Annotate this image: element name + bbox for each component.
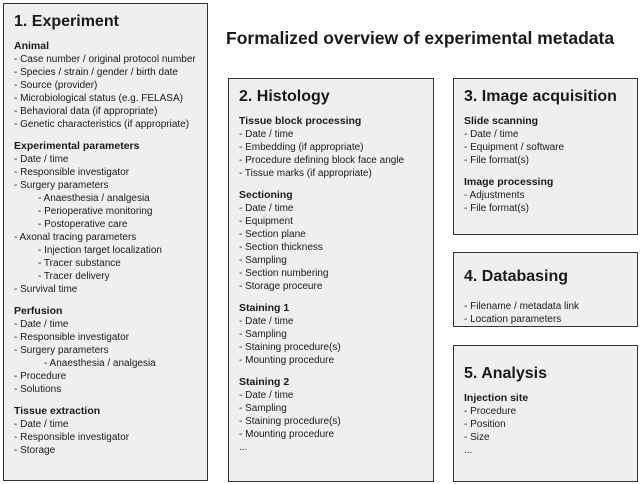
list-item: - Anaesthesia / analgesia <box>44 358 156 369</box>
list-item: - Solutions <box>14 384 62 395</box>
section-staining-2: Staining 2 - Date / time - Sampling - Stain… <box>239 376 423 454</box>
list-item: - Date / time <box>239 316 294 327</box>
list-item: - Sampling <box>239 403 287 414</box>
section-title: Sectioning <box>239 189 293 201</box>
section-title: Staining 1 <box>239 302 290 314</box>
list-item: - Location parameters <box>464 314 562 325</box>
list-item: - Size <box>464 432 490 443</box>
section-items-0: - Filename / metadata link - Location par… <box>464 300 627 326</box>
list-item: - Adjustments <box>464 190 525 201</box>
section-tissue-block-processing: Tissue block processing - Date / time - Em… <box>239 115 423 180</box>
list-item: - Tracer delivery <box>38 271 110 282</box>
list-item: - Genetic characteristics (if appropriat… <box>14 119 190 130</box>
list-item: ... <box>464 445 473 456</box>
list-item: - File format(s) <box>464 155 529 166</box>
list-item: - Procedure defining block face angle <box>239 155 405 166</box>
box-title-5-analysis: 5. Analysis <box>464 365 548 382</box>
list-item: - Axonal tracing parameters <box>14 232 137 243</box>
list-item: - Survival time <box>14 284 78 295</box>
list-item: - Sampling <box>239 255 287 266</box>
section-title: Staining 2 <box>239 376 290 388</box>
list-item: - Species / strain / gender / birth date <box>14 67 178 78</box>
list-item: - Microbiological status (e.g. FELASA) <box>14 93 183 104</box>
list-item: - Surgery parameters <box>14 345 109 356</box>
list-item: - Date / time <box>239 390 294 401</box>
list-item: - Storage proceure <box>239 281 323 292</box>
list-item: - Procedure <box>464 406 517 417</box>
list-item: - Surgery parameters <box>14 180 109 191</box>
section-title: Perfusion <box>14 305 63 317</box>
list-item: - File format(s) <box>464 203 529 214</box>
list-item: - Staining procedure(s) <box>239 416 341 427</box>
list-item: - Section thickness <box>239 242 323 253</box>
box-title-1-experiment: 1. Experiment <box>14 13 119 30</box>
section-experimental-parameters: Experimental parameters - Date / time - Re… <box>14 140 197 296</box>
list-item: - Case number / original protocol number <box>14 54 196 65</box>
section-title: Tissue block processing <box>239 115 362 127</box>
list-item: - Injection target localization <box>38 245 162 256</box>
box-title-4-databasing: 4. Databasing <box>464 268 569 285</box>
list-item: - Section numbering <box>239 268 329 279</box>
list-item: - Section plane <box>239 229 306 240</box>
list-item: - Date / time <box>14 154 69 165</box>
section-sectioning: Sectioning - Date / time - Equipment - Sect… <box>239 189 423 293</box>
section-title: Tissue extraction <box>14 405 101 417</box>
list-item: - Date / time <box>464 129 519 140</box>
list-item: - Responsible investigator <box>14 332 130 343</box>
list-item: - Procedure <box>14 371 67 382</box>
list-item: - Anaesthesia / analgesia <box>38 193 150 204</box>
section-injection-site: Injection site - Procedure - Position - Siz… <box>464 392 627 457</box>
section-title: Experimental parameters <box>14 140 140 152</box>
list-item: - Responsible investigator <box>14 167 130 178</box>
list-item: - Position <box>464 419 506 430</box>
section-image-processing: Image processing - Adjustments - File form… <box>464 176 627 215</box>
list-item: - Tracer substance <box>38 258 121 269</box>
list-item: - Storage <box>14 445 56 456</box>
list-item: - Date / time <box>14 319 69 330</box>
list-item: - Equipment <box>239 216 293 227</box>
list-item: - Responsible investigator <box>14 432 130 443</box>
list-item: - Date / time <box>239 129 294 140</box>
section-animal: Animal - Case number / original protocol … <box>14 40 197 131</box>
box-title-2-histology: 2. Histology <box>239 88 330 105</box>
list-item: - Filename / metadata link <box>464 301 580 312</box>
list-item: - Mounting procedure <box>239 429 335 440</box>
list-item: - Embedding (if appropriate) <box>239 142 364 153</box>
box-title-3-image-acquisition: 3. Image acquisition <box>464 88 617 105</box>
list-item: - Perioperative monitoring <box>38 206 153 217</box>
diagram-title: Formalized overview of experimental meta… <box>226 28 615 48</box>
section-slide-scanning: Slide scanning - Date / time - Equipment /… <box>464 115 627 167</box>
list-item: - Mounting procedure <box>239 355 335 366</box>
section-title: Image processing <box>464 176 554 188</box>
section-perfusion: Perfusion - Date / time - Responsible inve… <box>14 305 197 396</box>
list-item: - Date / time <box>239 203 294 214</box>
section-title: Injection site <box>464 392 529 404</box>
databasing-box: 4. Databasing- Filename / metadata link-… <box>453 252 638 327</box>
section-title: Animal <box>14 40 50 52</box>
list-item: - Postoperative care <box>38 219 128 230</box>
list-item: ... <box>239 442 248 453</box>
section-tissue-extraction: Tissue extraction - Date / time - Responsi… <box>14 405 197 457</box>
list-item: - Sampling <box>239 329 287 340</box>
section-staining-1: Staining 1 - Date / time - Sampling - Stain… <box>239 302 423 367</box>
section-title: Slide scanning <box>464 115 539 127</box>
list-item: - Date / time <box>14 419 69 430</box>
list-item: - Staining procedure(s) <box>239 342 341 353</box>
list-item: - Source (provider) <box>14 80 98 91</box>
list-item: - Behavioral data (if appropriate) <box>14 106 158 117</box>
list-item: - Tissue marks (if appropriate) <box>239 168 372 179</box>
list-item: - Equipment / software <box>464 142 565 153</box>
